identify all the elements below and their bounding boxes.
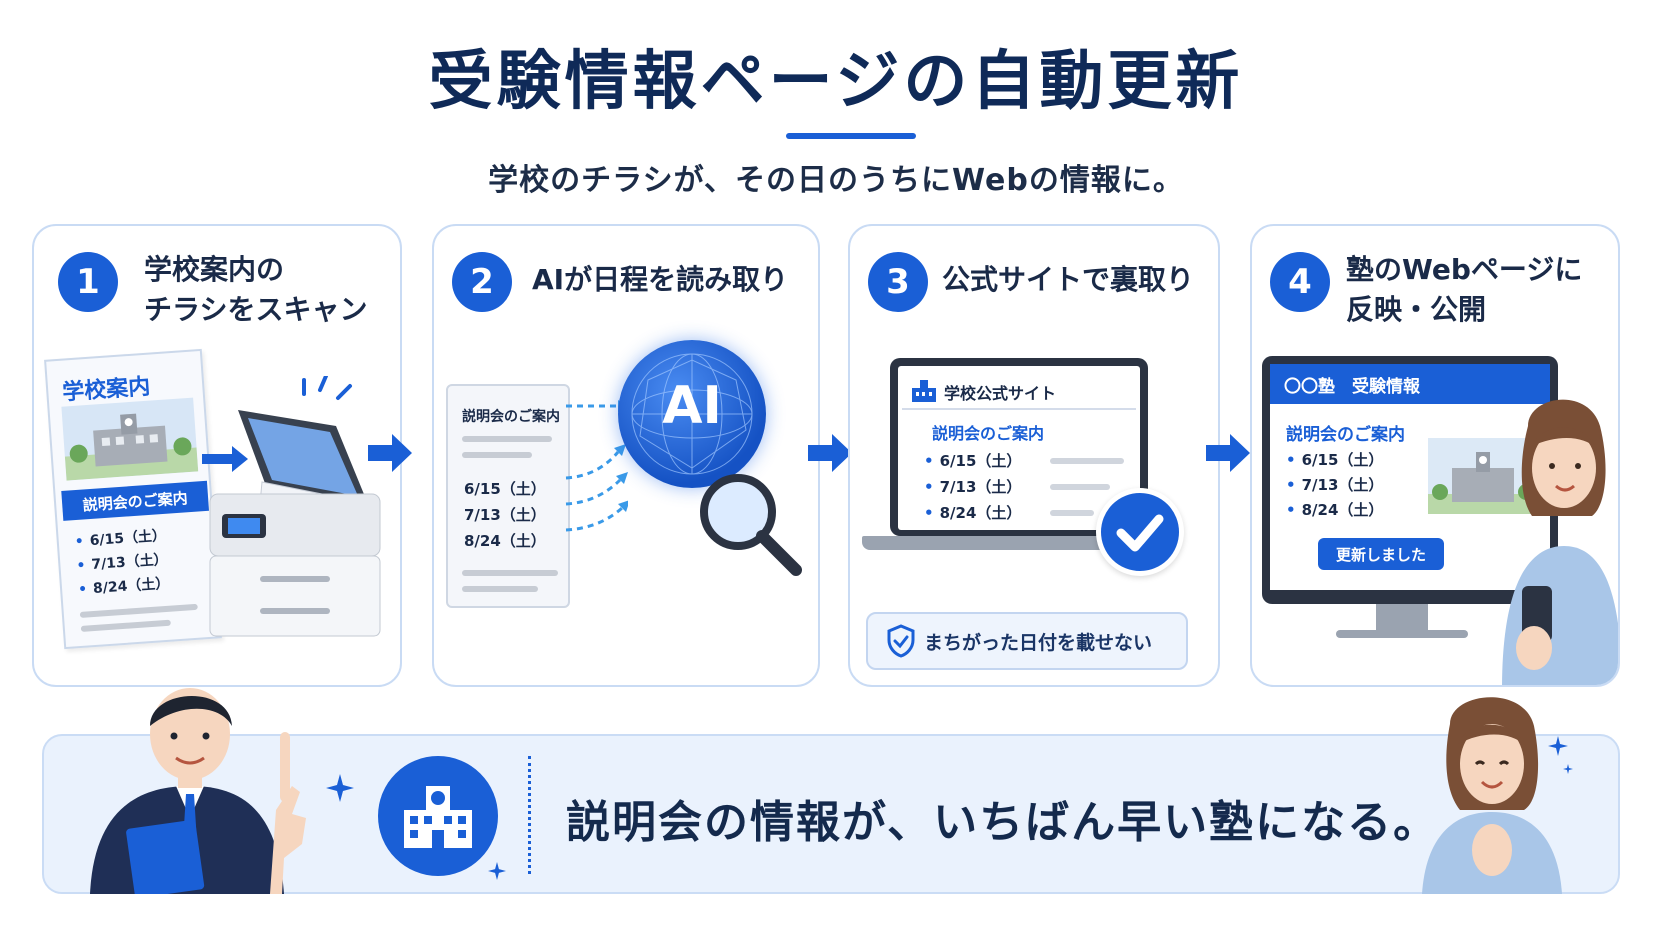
list-item: •8/24（土） bbox=[1286, 501, 1384, 519]
school-flyer: 学校案内 説明会のご案内 •6/15（土） •7/13（土） •8/24（土） bbox=[44, 348, 222, 650]
flow-arrow-icon bbox=[368, 434, 412, 472]
step-number-3: 3 bbox=[868, 252, 928, 312]
site-date-list: •6/15（土） •7/13（土） •8/24（土） bbox=[924, 448, 1021, 526]
note-text: まちがった日付を載せない bbox=[924, 632, 1153, 654]
step-title-3: 公式サイトで裏取り bbox=[942, 263, 1195, 296]
placeholder-line bbox=[1050, 458, 1124, 464]
ai-label: AI bbox=[662, 376, 722, 436]
magnifier-icon bbox=[700, 474, 802, 576]
placeholder-line bbox=[79, 603, 198, 618]
doc-title: 説明会のご案内 bbox=[462, 409, 560, 425]
list-item: 6/15（土） bbox=[464, 480, 546, 498]
list-item: 7/13（土） bbox=[464, 506, 546, 524]
step-number-4: 4 bbox=[1270, 252, 1330, 312]
step-card-3: 3 公式サイトで裏取り 学校公式サイト 説明会のご案内 •6/15（土） •7/… bbox=[848, 224, 1220, 687]
step-card-2: 2 AIが日程を読み取り 説明会のご案内 6/15（土） 7/13（土） 8/2… bbox=[432, 224, 820, 687]
school-building-icon bbox=[912, 380, 936, 402]
sparkle-icon bbox=[326, 774, 354, 802]
step-card-4: 4 塾のWebページに 反映・公開 〇〇塾 受験情報 説明会のご案内 •6/15… bbox=[1250, 224, 1620, 687]
flyer-band: 説明会のご案内 bbox=[61, 480, 210, 521]
site-title: 学校公式サイト bbox=[944, 384, 1057, 403]
flow-arrow-icon bbox=[1206, 434, 1250, 472]
businessman-pointing-illustration bbox=[90, 688, 306, 894]
list-item: •6/15（土） bbox=[1286, 451, 1384, 469]
page-title: 受験情報ページの自動更新 bbox=[428, 45, 1244, 119]
list-item: •7/13（土） bbox=[924, 478, 1022, 496]
site-divider bbox=[902, 408, 1136, 410]
step-number-1: 1 bbox=[58, 252, 118, 312]
happy-woman-illustration bbox=[1422, 697, 1573, 894]
list-item: 8/24（土） bbox=[464, 532, 546, 550]
laptop-screen-content bbox=[898, 366, 1140, 530]
verified-badge bbox=[1096, 488, 1184, 576]
site-subtitle: 説明会のご案内 bbox=[932, 424, 1045, 443]
list-item: •8/24（土） bbox=[924, 504, 1022, 522]
scanner-icon bbox=[209, 376, 381, 637]
placeholder-line bbox=[462, 570, 558, 576]
sparkle-icon bbox=[488, 862, 506, 880]
step-number-2: 2 bbox=[452, 252, 512, 312]
banner-divider bbox=[528, 756, 531, 874]
bottom-banner bbox=[42, 734, 1620, 894]
juku-page-title: 〇〇塾 受験情報 bbox=[1284, 377, 1420, 397]
school-building-photo bbox=[61, 397, 199, 481]
step-card-1: 1 学校案内の チラシをスキャン 学校案内 説明会のご案内 •6/15（土） •… bbox=[32, 224, 402, 687]
flow-arrow-icon bbox=[808, 434, 852, 472]
school-icon bbox=[404, 786, 472, 848]
list-item: •7/13（土） bbox=[1286, 476, 1384, 494]
juku-date-list: •6/15（土） •7/13（土） •8/24（土） bbox=[1286, 448, 1383, 523]
placeholder-line bbox=[462, 436, 552, 442]
woman-with-phone-illustration bbox=[1502, 399, 1618, 685]
scan-arrow-icon bbox=[202, 446, 248, 472]
step-title-2: AIが日程を読み取り bbox=[532, 263, 789, 296]
placeholder-line bbox=[462, 586, 538, 592]
placeholder-line bbox=[462, 452, 532, 458]
banner-message: 説明会の情報が、いちばん早い塾になる。 bbox=[566, 797, 1440, 848]
updated-button[interactable]: 更新しました bbox=[1318, 538, 1444, 570]
title-underline bbox=[786, 133, 916, 139]
check-icon bbox=[1116, 514, 1164, 552]
monitor-stand bbox=[1376, 604, 1428, 632]
list-item: •6/15（土） bbox=[924, 452, 1022, 470]
school-icon-circle bbox=[378, 756, 498, 876]
flyer-document: 説明会のご案内 6/15（土） 7/13（土） 8/24（土） bbox=[446, 384, 570, 608]
list-item: •8/24（土） bbox=[77, 575, 170, 599]
placeholder-line bbox=[1050, 484, 1110, 490]
step-title-1-line1: 学校案内の bbox=[144, 253, 285, 286]
page-header-bar bbox=[1270, 364, 1550, 404]
note-box bbox=[866, 612, 1188, 670]
doc-date-list: 6/15（土） 7/13（土） 8/24（土） bbox=[464, 476, 546, 554]
juku-page-subtitle: 説明会のご案内 bbox=[1286, 425, 1405, 445]
step-title-1: 学校案内の チラシをスキャン bbox=[144, 250, 367, 330]
monitor-foot bbox=[1336, 630, 1468, 638]
page-subtitle: 学校のチラシが、その日のうちにWebの情報に。 bbox=[488, 163, 1184, 198]
school-photo bbox=[1428, 438, 1538, 514]
step-title-4-line2: 反映・公開 bbox=[1346, 293, 1487, 326]
flyer-date-list: •6/15（土） •7/13（土） •8/24（土） bbox=[74, 524, 170, 602]
placeholder-line bbox=[1050, 510, 1094, 516]
placeholder-line bbox=[80, 619, 171, 632]
shield-check-icon bbox=[887, 624, 915, 658]
step-title-1-line2: チラシをスキャン bbox=[144, 293, 368, 326]
ai-globe-icon bbox=[618, 340, 766, 488]
step-title-4-line1: 塾のWebページに bbox=[1346, 253, 1583, 286]
step-title-4: 塾のWebページに 反映・公開 bbox=[1346, 250, 1582, 330]
